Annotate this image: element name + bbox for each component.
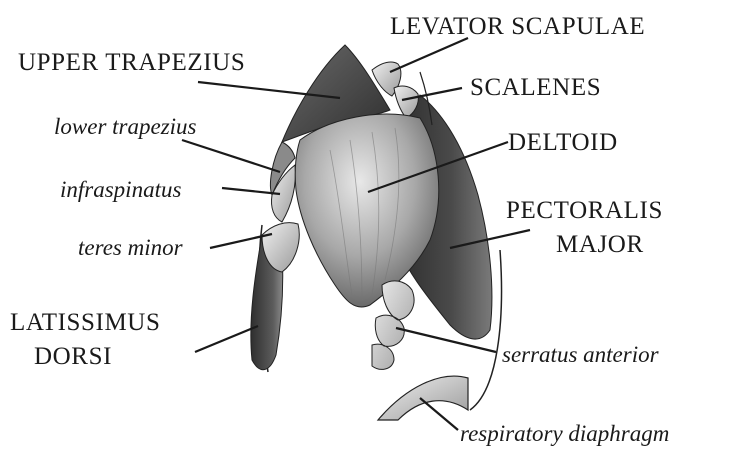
label-upper-trapezius: UPPER TRAPEZIUS: [18, 50, 245, 75]
leader-latissimus-dorsi: [195, 326, 258, 352]
leader-levator-scapulae: [390, 38, 468, 72]
label-serratus-anterior: serratus anterior: [502, 343, 659, 366]
label-scalenes: SCALENES: [470, 75, 601, 100]
label-infraspinatus: infraspinatus: [60, 178, 181, 201]
label-pectoralis-major-line2: MAJOR: [556, 232, 644, 257]
label-teres-minor: teres minor: [78, 236, 183, 259]
label-latissimus-dorsi-line1: LATISSIMUS: [10, 310, 160, 335]
label-pectoralis-major-line1: PECTORALIS: [506, 198, 663, 223]
label-deltoid: DELTOID: [508, 130, 618, 155]
label-latissimus-dorsi-line2: DORSI: [34, 344, 112, 369]
leader-lower-trapezius: [182, 140, 280, 172]
respiratory-diaphragm-shape: [378, 376, 468, 420]
label-lower-trapezius: lower trapezius: [54, 115, 196, 138]
label-respiratory-diaphragm: respiratory diaphragm: [460, 422, 669, 445]
label-levator-scapulae: LEVATOR SCAPULAE: [390, 14, 645, 39]
